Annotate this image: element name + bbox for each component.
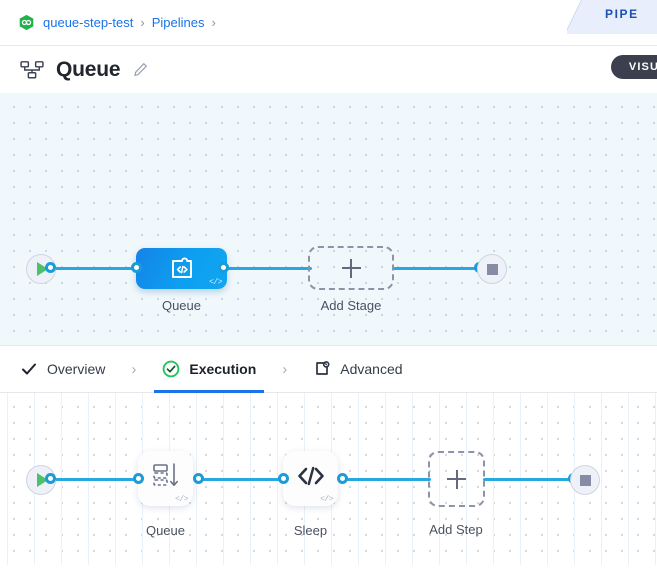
pencil-edit-icon[interactable] [133,62,148,77]
tab-overview-label: Overview [47,361,106,377]
tab-separator-1: › [131,360,137,378]
breadcrumb-link-project[interactable]: queue-step-test [43,15,134,30]
stage-graph-canvas[interactable]: </> Queue Add Stage [0,93,657,346]
code-icon [295,463,327,494]
edge-sleep-to-addstep [341,478,431,481]
stop-icon [486,263,498,275]
step-node-sleep[interactable]: </> [283,451,338,506]
pipeline-hierarchy-icon [20,60,44,80]
play-icon [37,473,48,487]
step-sleep-code-badge: </> [320,495,333,504]
stage-start-output-port[interactable] [45,262,56,273]
stop-icon [579,474,591,486]
breadcrumb-separator-trailing: › [211,15,216,30]
page-title: Queue [56,57,121,81]
step-end-node[interactable] [570,465,600,495]
edge-addstep-to-end [483,478,573,481]
play-icon [37,262,48,276]
tab-advanced[interactable]: Advanced [313,346,403,392]
check-circle-icon [162,360,180,378]
stage-node-queue-label: Queue [161,298,202,313]
add-step-node[interactable] [428,451,485,507]
visual-mode-badge[interactable]: VISU [610,55,657,79]
edge-queue-to-addstage [222,267,312,270]
plus-icon-vertical [455,469,458,489]
page-header: Queue VISU [0,46,657,93]
step-sleep-output-port[interactable] [337,473,348,484]
step-start-output-port[interactable] [45,473,56,484]
project-hexagon-icon [18,14,35,31]
tab-execution[interactable]: Execution [154,346,265,393]
breadcrumb: queue-step-test › Pipelines › [0,0,657,46]
step-node-queue-label: Queue [145,523,186,538]
tab-overview[interactable]: Overview [20,346,105,392]
step-graph-canvas[interactable]: </> Queue </> Sleep Add Step [0,393,657,565]
breadcrumb-link-pipelines[interactable]: Pipelines [151,15,205,30]
step-node-sleep-label: Sleep [293,523,328,538]
edge-addstage-to-end [392,267,480,270]
step-queue-input-port[interactable] [133,473,144,484]
add-step-label: Add Step [429,522,483,537]
add-stage-label: Add Stage [320,298,382,313]
stage-queue-output-port[interactable] [218,262,229,273]
queue-icon [151,461,181,496]
edge-step-queue-to-sleep [197,478,285,481]
code-puzzle-icon [169,257,195,286]
breadcrumb-separator: › [140,15,145,30]
plus-icon-vertical [350,258,352,278]
stage-end-node[interactable] [477,254,507,284]
edge-start-to-step-queue [48,478,138,481]
step-node-queue[interactable]: </> [138,451,193,506]
add-stage-node[interactable] [308,246,394,290]
stage-node-queue[interactable]: </> [136,248,227,289]
step-queue-code-badge: </> [175,495,188,504]
tab-advanced-label: Advanced [340,361,403,377]
tab-separator-2: › [282,360,288,378]
advanced-gear-icon [313,360,331,378]
step-queue-output-port[interactable] [193,473,204,484]
tab-execution-label: Execution [189,361,257,377]
check-icon [20,360,38,378]
stage-queue-input-port[interactable] [131,262,142,273]
step-sleep-input-port[interactable] [278,473,289,484]
edge-start-to-queue [48,267,143,270]
execution-tabs: Overview › Execution › Advanced [0,346,657,393]
stage-node-code-badge: </> [209,278,222,287]
